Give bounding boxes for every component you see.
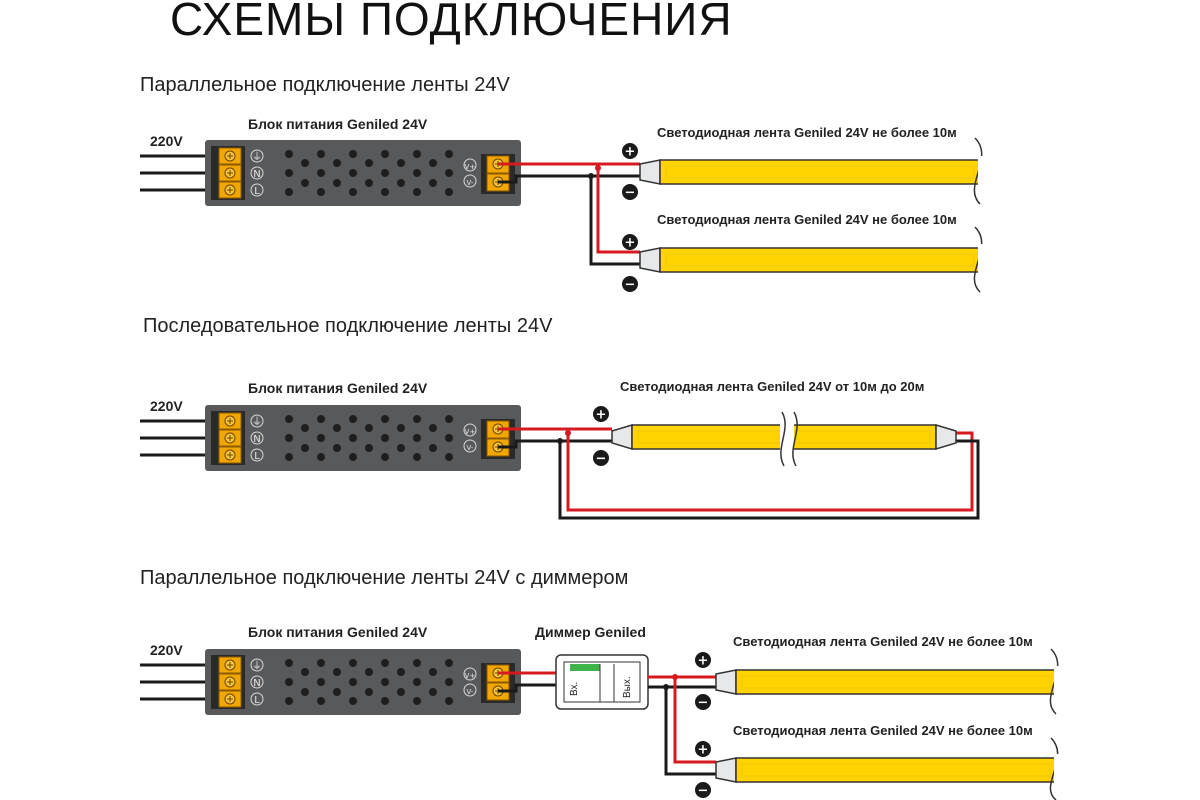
svg-text:+: + [625,236,636,251]
dimmer-in-label: Вх. [569,682,580,696]
terminal-vminus: V- [467,688,474,696]
diagram1-strip2-minus: − [622,276,638,293]
diagram1-psu-label: Блок питания Geniled 24V [248,116,428,132]
terminal-l: L [254,186,260,197]
diagram2-voltage: 220V [150,398,183,414]
diagram1-strip2-plus: + [622,234,638,251]
diagram3-strip2-label: Светодиодная лента Geniled 24V не более … [733,723,1033,738]
ground-icon: ⏚ [252,660,262,672]
diagram3-psu-dimmer-wires [498,671,556,693]
diagram1-junction-red [595,165,601,171]
diagram2-strip-minus: − [593,450,609,467]
terminal-vminus: V- [467,444,474,452]
diagram1-strip1-label: Светодиодная лента Geniled 24V не более … [657,125,957,140]
diagram3-junction-red [672,674,678,680]
diagram3-psu-label: Блок питания Geniled 24V [248,624,428,640]
diagram1-junction-black [588,173,594,179]
svg-text:+: + [698,743,709,758]
diagram3-strip2-plus: + [695,741,711,758]
diagram1-strip-2 [639,226,998,293]
diagram3-strip2-minus: − [695,782,711,799]
diagram3-strip-2 [715,737,1074,800]
diagram1-strip2-label: Светодиодная лента Geniled 24V не более … [657,212,957,227]
diagram-parallel: Параллельное подключение ленты 24V Блок … [140,74,998,293]
diagram2-dc-wires [498,427,980,520]
dimmer-out-label: Вых. [622,676,633,698]
diagram1-dc-wires [498,162,640,266]
diagram3-heading: Параллельное подключение ленты 24V с дим… [140,567,628,589]
svg-text:+: + [596,408,607,423]
terminal-vplus: V+ [465,672,476,680]
diagram1-strip1-minus: − [622,184,638,201]
diagram3-junction-black [663,684,669,690]
svg-text:−: − [698,696,709,711]
diagram3-strip1-label: Светодиодная лента Geniled 24V не более … [733,634,1033,649]
diagram3-dc-wires [648,675,716,776]
ground-icon: ⏚ [252,151,262,163]
diagram2-strip-label: Светодиодная лента Geniled 24V от 10м до… [620,379,924,394]
terminal-vminus: V- [467,179,474,187]
diagram1-voltage: 220V [150,133,183,149]
diagram3-dimmer-label: Диммер Geniled [535,624,646,640]
diagram1-strip-1 [639,137,998,205]
terminal-n: N [253,434,260,445]
page-title: СХЕМЫ ПОДКЛЮЧЕНИЯ [170,0,733,45]
terminal-vplus: V+ [465,428,476,436]
terminal-l: L [254,695,260,706]
ground-icon: ⏚ [252,416,262,428]
terminal-n: N [253,169,260,180]
diagram2-strip-plus: + [593,406,609,423]
terminal-vplus: V+ [465,163,476,171]
diagram3-strip1-plus: + [695,652,711,669]
diagram3-strip1-minus: − [695,694,711,711]
svg-text:−: − [698,784,709,799]
diagram3-strip-1 [715,648,1074,715]
svg-text:−: − [596,452,607,467]
svg-text:−: − [625,186,636,201]
diagram-parallel-dimmer: Параллельное подключение ленты 24V с дим… [140,567,1074,800]
terminal-l: L [254,451,260,462]
diagram1-strip1-plus: + [622,143,638,160]
terminal-n: N [253,678,260,689]
diagram2-heading: Последовательное подключение ленты 24V [143,315,553,337]
psu-terminal-marks: ⏚ N L V+ V- ⏚ N L V+ V- ⏚ N L V+ V- [252,151,475,706]
diagram2-junction-black [557,438,563,444]
svg-text:−: − [625,278,636,293]
diagram-series: Последовательное подключение ленты 24V Б… [140,315,980,520]
dimmer-device: Вх. Вых. [555,654,649,710]
diagram2-strip [611,411,957,467]
diagram1-heading: Параллельное подключение ленты 24V [140,74,510,96]
svg-text:+: + [698,654,709,669]
diagram2-psu-label: Блок питания Geniled 24V [248,380,428,396]
diagram2-junction-red [565,430,571,436]
svg-text:+: + [625,145,636,160]
diagram3-voltage: 220V [150,642,183,658]
